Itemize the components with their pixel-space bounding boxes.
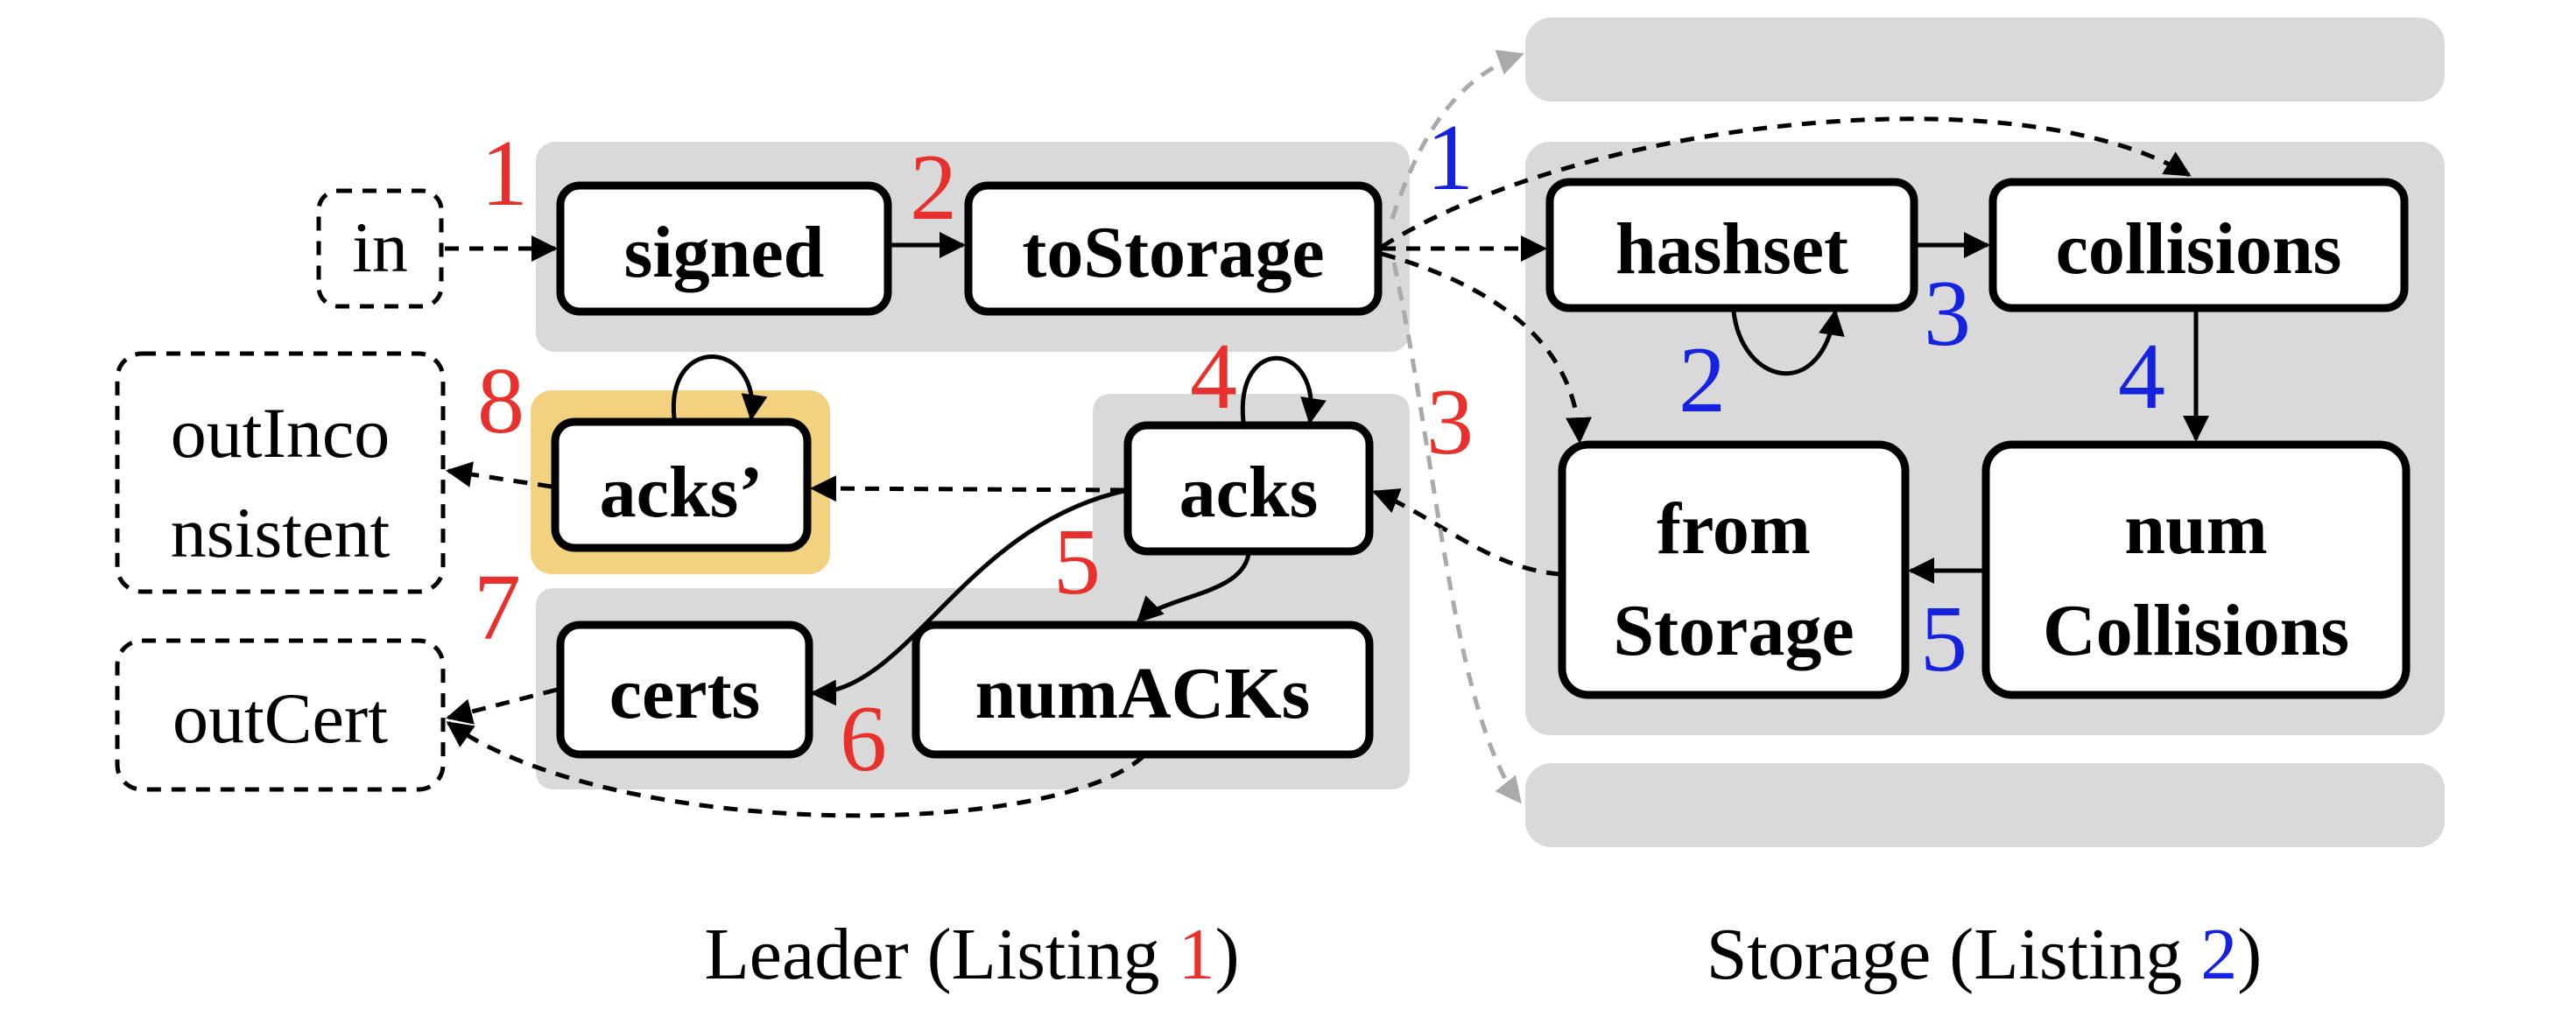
out-inconsistent-node — [115, 351, 446, 594]
to-storage-node — [964, 181, 1383, 316]
red-step-4: 4 — [1190, 325, 1237, 429]
num-collisions-node — [1981, 440, 2411, 699]
storage-bottom-bar — [1525, 763, 2445, 847]
edge-acks-prime-out-inconsistent — [446, 461, 553, 489]
signed-node — [556, 181, 892, 316]
edge-num-acks-out-cert — [446, 720, 1145, 818]
acks-label: acks — [1179, 452, 1319, 533]
storage-caption: Storage (Listing 2) — [1707, 914, 2263, 995]
edge-to-storage-collisions — [1380, 116, 2192, 249]
edge-acks-to-acks-prime — [810, 475, 1125, 502]
storage-top-bar — [1525, 18, 2445, 102]
red-step-8: 8 — [477, 349, 524, 453]
edge-acks-num-acks — [1136, 552, 1251, 624]
hashset-label: hashset — [1615, 208, 1848, 290]
red-step-7: 7 — [474, 556, 521, 660]
certs-node — [556, 621, 813, 759]
red-step-1: 1 — [481, 122, 528, 226]
edge-acks-certs — [810, 487, 1129, 706]
certs-label: certs — [609, 653, 761, 734]
out-inconsistent-label-line2: nsistent — [171, 493, 391, 572]
num-collisions-label-line1: num — [2124, 488, 2267, 570]
red-step-5: 5 — [1053, 510, 1101, 614]
out-inconsistent-label-line1: outInco — [171, 393, 390, 473]
red-step-6: 6 — [840, 687, 887, 791]
in-label: in — [352, 207, 408, 287]
collisions-label: collisions — [2056, 208, 2342, 290]
num-collisions-label-line2: Collisions — [2043, 590, 2349, 671]
edge-to-storage-bottom-bar — [1391, 262, 1522, 804]
out-cert-label: outCert — [172, 678, 388, 758]
blue-step-5: 5 — [1920, 587, 1967, 691]
signed-label: signed — [624, 212, 825, 293]
red-step-2: 2 — [910, 136, 957, 240]
num-acks-node — [911, 621, 1374, 759]
blue-step-3: 3 — [1924, 262, 1971, 366]
from-storage-node — [1558, 440, 1910, 699]
from-storage-label-line1: from — [1657, 488, 1811, 570]
blue-step-1: 1 — [1426, 106, 1474, 210]
leader-listing-ref: 1 — [1179, 914, 1215, 995]
edge-acks-prime-self-loop — [671, 354, 768, 421]
edge-acks-self-loop — [1240, 355, 1327, 424]
edge-to-storage-from-storage — [1381, 251, 1592, 444]
num-acks-label: numACKs — [975, 653, 1311, 734]
edge-certs-out-cert — [446, 687, 558, 725]
from-storage-label-line2: Storage — [1613, 590, 1854, 671]
edge-to-storage-top-bar — [1390, 50, 1524, 220]
to-storage-label: toStorage — [1022, 212, 1324, 293]
red-step-3: 3 — [1426, 370, 1474, 474]
collisions-node — [1988, 178, 2409, 312]
blue-step-2: 2 — [1679, 328, 1726, 432]
storage-listing-ref: 2 — [2200, 914, 2237, 995]
leader-caption: Leader (Listing 1) — [704, 914, 1239, 995]
acks-prime-node — [551, 417, 812, 552]
out-cert-node — [115, 638, 446, 792]
acks-prime-label: acks’ — [600, 452, 764, 533]
edge-from-storage-acks — [1372, 488, 1561, 577]
edge-hashset-self-loop — [1731, 309, 1845, 376]
in-node — [316, 188, 444, 309]
acks-node — [1123, 421, 1374, 556]
blue-step-4: 4 — [2118, 325, 2165, 429]
hashset-node — [1545, 178, 1918, 312]
